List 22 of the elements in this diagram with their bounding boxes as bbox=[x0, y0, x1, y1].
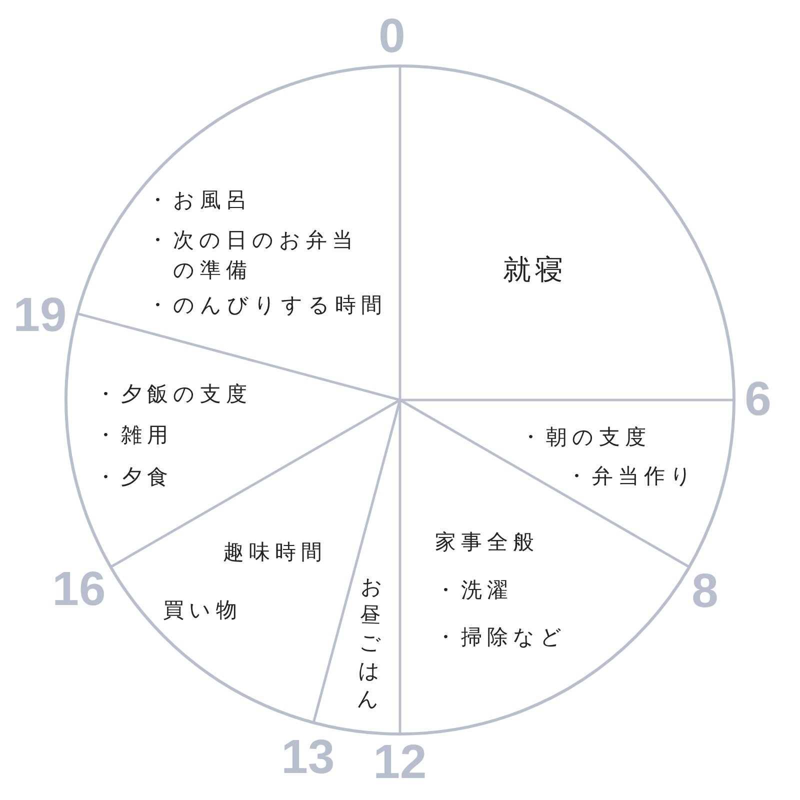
activity-label: ・洗濯 bbox=[435, 578, 513, 602]
hour-label: 0 bbox=[378, 13, 406, 61]
activity-label: ・お風呂 bbox=[147, 188, 252, 212]
activity-label: 趣味時間 bbox=[223, 540, 327, 564]
activity-label: ・夕食 bbox=[95, 465, 173, 489]
hour-label: 12 bbox=[373, 739, 427, 787]
activity-label: ・朝の支度 bbox=[520, 425, 651, 449]
activity-label: ・掃除など bbox=[435, 625, 567, 649]
activity-label: お昼ごはん bbox=[356, 574, 390, 714]
hour-label: 6 bbox=[744, 376, 772, 424]
activity-label: ・夕飯の支度 bbox=[95, 382, 252, 406]
activity-label: 就寝 bbox=[503, 254, 567, 286]
hour-label: 16 bbox=[52, 566, 106, 614]
activity-label: ・のんびりする時間 bbox=[147, 293, 387, 317]
activity-label: ・次の日のお弁当の準備 bbox=[147, 227, 359, 284]
activity-label: ・弁当作り bbox=[566, 464, 697, 488]
activity-label: 家事全般 bbox=[435, 530, 539, 554]
hour-label: 19 bbox=[13, 292, 67, 340]
activity-label: 買い物 bbox=[163, 598, 242, 622]
hour-label: 8 bbox=[692, 568, 718, 616]
activity-label: ・雑用 bbox=[95, 423, 173, 447]
hour-label: 13 bbox=[281, 734, 335, 782]
